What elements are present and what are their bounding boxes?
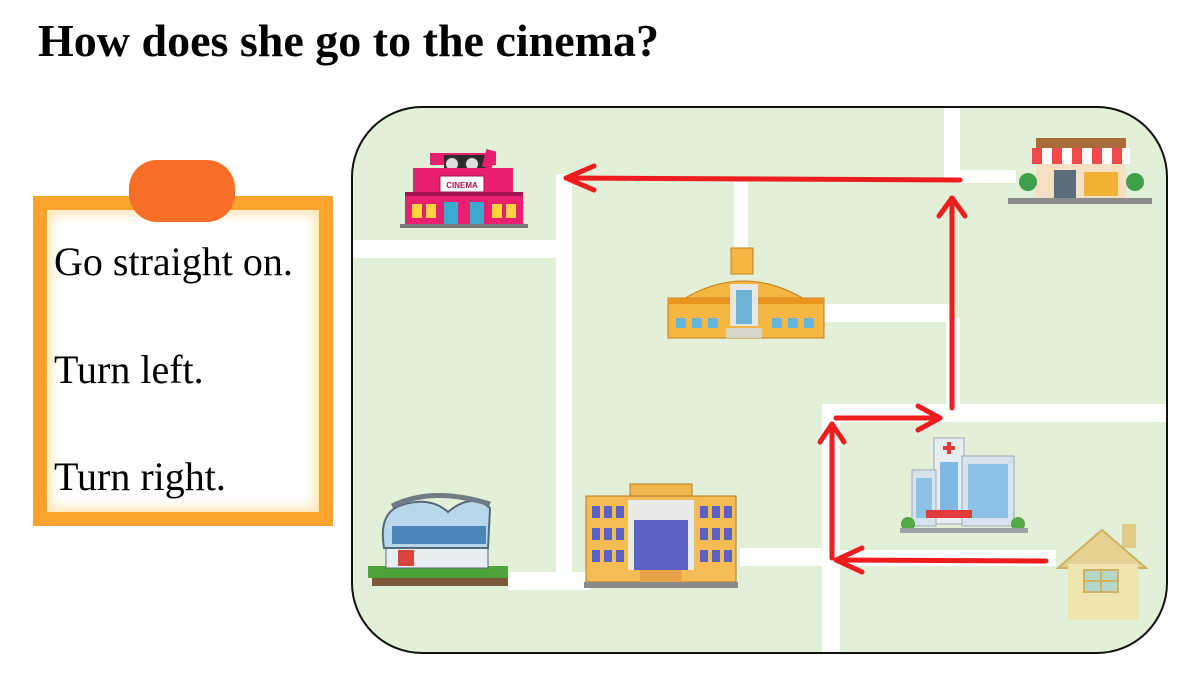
phrase-go-straight: Go straight on. (54, 239, 293, 284)
route-leg-right-arrow-icon (833, 403, 943, 433)
route-leg-north-arrow-icon (936, 195, 968, 411)
road-top-vertical (944, 107, 960, 179)
route-leg-to-cinema-arrow-icon (563, 163, 963, 193)
cinema-building-icon: CINEMA (400, 149, 528, 228)
house-icon (1055, 524, 1149, 620)
road-top-spur (734, 182, 748, 248)
road-vertical-left (556, 174, 572, 588)
route-path (563, 163, 1049, 575)
phrase-turn-right: Turn right. (54, 454, 226, 499)
phrase-card-tab (129, 160, 235, 222)
museum-building-icon (667, 247, 825, 339)
shop-building-icon (1008, 138, 1152, 204)
phrase-turn-left: Turn left. (54, 347, 204, 392)
map-border (351, 106, 1168, 654)
road-middle-horizontal (812, 304, 950, 322)
stadium-building-icon (368, 492, 508, 586)
phrase-card (33, 196, 333, 526)
page-title: How does she go to the cinema? (38, 15, 659, 66)
school-building-icon (584, 483, 738, 588)
hospital-building-icon (900, 437, 1028, 533)
route-leg-from-house-arrow-icon (833, 545, 1049, 575)
road-to-shop (956, 170, 1016, 183)
road-left-horizontal (352, 240, 558, 258)
road-bottom-horizontal (740, 548, 830, 566)
cinema-sign: CINEMA (446, 181, 478, 190)
phrase-card-paper (47, 210, 319, 512)
road-bottom-left (508, 572, 590, 590)
route-leg-up-arrow-icon (817, 421, 847, 561)
